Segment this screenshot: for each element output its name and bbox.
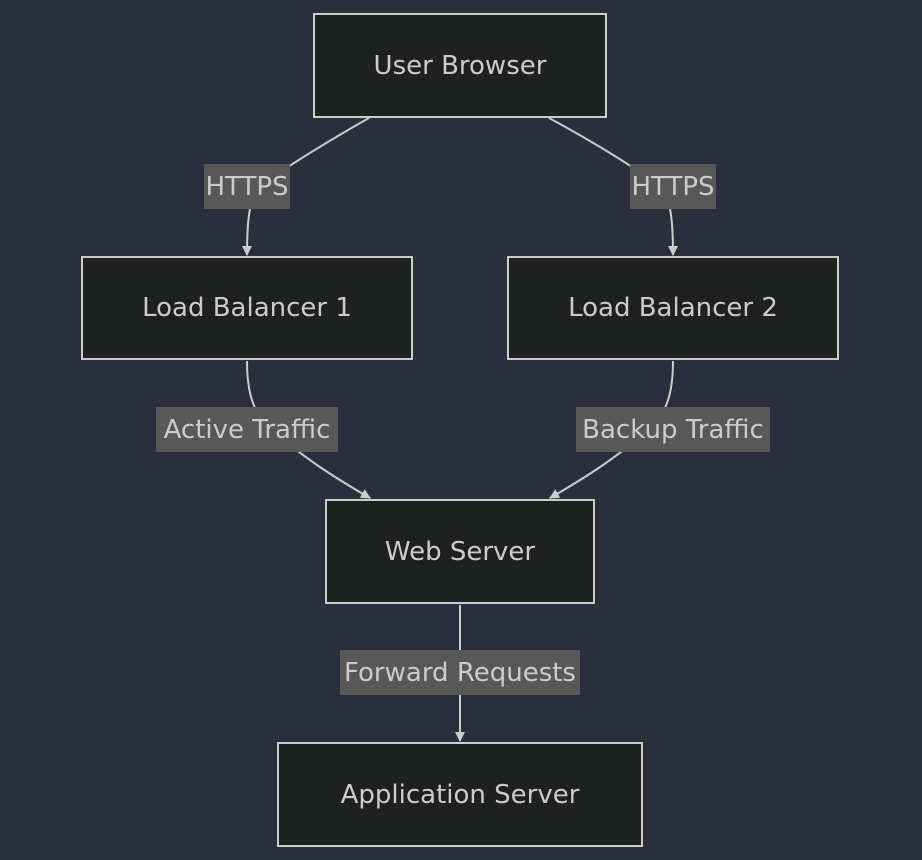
- edge-label-https-lb2: HTTPS: [630, 164, 716, 209]
- edge-label-active-traffic: Active Traffic: [156, 407, 338, 452]
- node-load-balancer-1: Load Balancer 1: [81, 256, 413, 360]
- node-label: User Browser: [373, 50, 547, 81]
- edge-label-https-lb1: HTTPS: [204, 164, 290, 209]
- node-application-server: Application Server: [277, 742, 643, 847]
- node-label: Web Server: [384, 536, 536, 567]
- node-label: Load Balancer 2: [568, 293, 778, 323]
- edge-label-forward-requests: Forward Requests: [340, 650, 580, 695]
- node-load-balancer-2: Load Balancer 2: [507, 256, 839, 360]
- node-label: Application Server: [340, 779, 580, 810]
- node-user-browser: User Browser: [313, 13, 607, 118]
- edge-label-backup-traffic: Backup Traffic: [576, 407, 770, 452]
- node-label: Load Balancer 1: [142, 293, 352, 323]
- node-web-server: Web Server: [325, 499, 595, 604]
